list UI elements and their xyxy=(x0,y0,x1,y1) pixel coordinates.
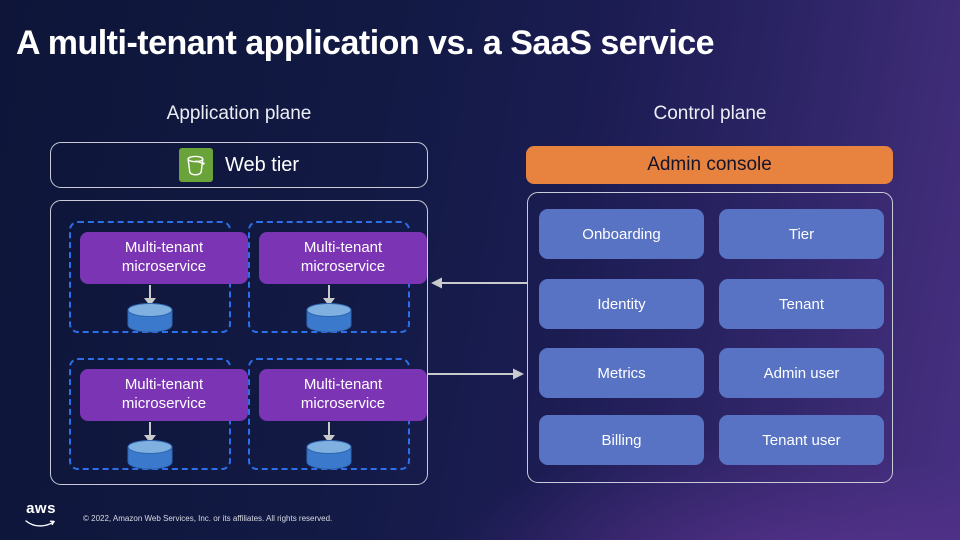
control-button-identity: Identity xyxy=(539,279,704,329)
web-tier-label: Web tier xyxy=(224,153,300,176)
aws-logo: aws xyxy=(24,501,58,534)
microservice-cell: Multi-tenant microservice xyxy=(248,221,427,333)
database-cylinder-icon xyxy=(306,303,352,333)
control-button-tenant: Tenant xyxy=(719,279,884,329)
admin-console-label: Admin console xyxy=(647,154,772,175)
s3-bucket-icon xyxy=(178,148,213,182)
control-button-billing: Billing xyxy=(539,415,704,465)
web-tier-box: Web tier xyxy=(50,142,428,188)
aws-logo-text: aws xyxy=(26,500,56,517)
microservice-cell: Multi-tenant microservice xyxy=(69,358,248,470)
down-arrow-head xyxy=(144,298,156,306)
microservice-cell: Multi-tenant microservice xyxy=(69,221,248,333)
control-button-admin-user: Admin user xyxy=(719,348,884,398)
control-button-tier: Tier xyxy=(719,209,884,259)
multi-tenant-microservice-box: Multi-tenant microservice xyxy=(259,369,427,421)
multi-tenant-microservice-box: Multi-tenant microservice xyxy=(259,232,427,284)
slide-title: A multi-tenant application vs. a SaaS se… xyxy=(16,24,715,62)
down-arrow-head xyxy=(323,435,335,443)
application-plane-heading: Application plane xyxy=(166,103,312,124)
copyright-text: © 2022, Amazon Web Services, Inc. or its… xyxy=(83,514,333,523)
down-arrow-head xyxy=(323,298,335,306)
down-arrow xyxy=(328,422,330,436)
aws-smile-icon xyxy=(25,520,55,527)
down-arrow xyxy=(149,285,151,299)
database-cylinder-icon xyxy=(127,303,173,333)
control-plane-container: Onboarding Tier Identity Tenant Metrics … xyxy=(527,192,893,483)
control-button-onboarding: Onboarding xyxy=(539,209,704,259)
control-button-metrics: Metrics xyxy=(539,348,704,398)
database-cylinder-icon xyxy=(306,440,352,470)
down-arrow xyxy=(328,285,330,299)
control-button-tenant-user: Tenant user xyxy=(719,415,884,465)
microservice-cell: Multi-tenant microservice xyxy=(248,358,427,470)
control-plane-heading: Control plane xyxy=(653,103,767,124)
database-cylinder-icon xyxy=(127,440,173,470)
multi-tenant-microservice-box: Multi-tenant microservice xyxy=(80,232,248,284)
admin-console-box: Admin console xyxy=(526,146,893,184)
application-plane-container: Multi-tenant microservice Multi-tenant m… xyxy=(50,200,428,485)
multi-tenant-microservice-box: Multi-tenant microservice xyxy=(80,369,248,421)
down-arrow-head xyxy=(144,435,156,443)
down-arrow xyxy=(149,422,151,436)
